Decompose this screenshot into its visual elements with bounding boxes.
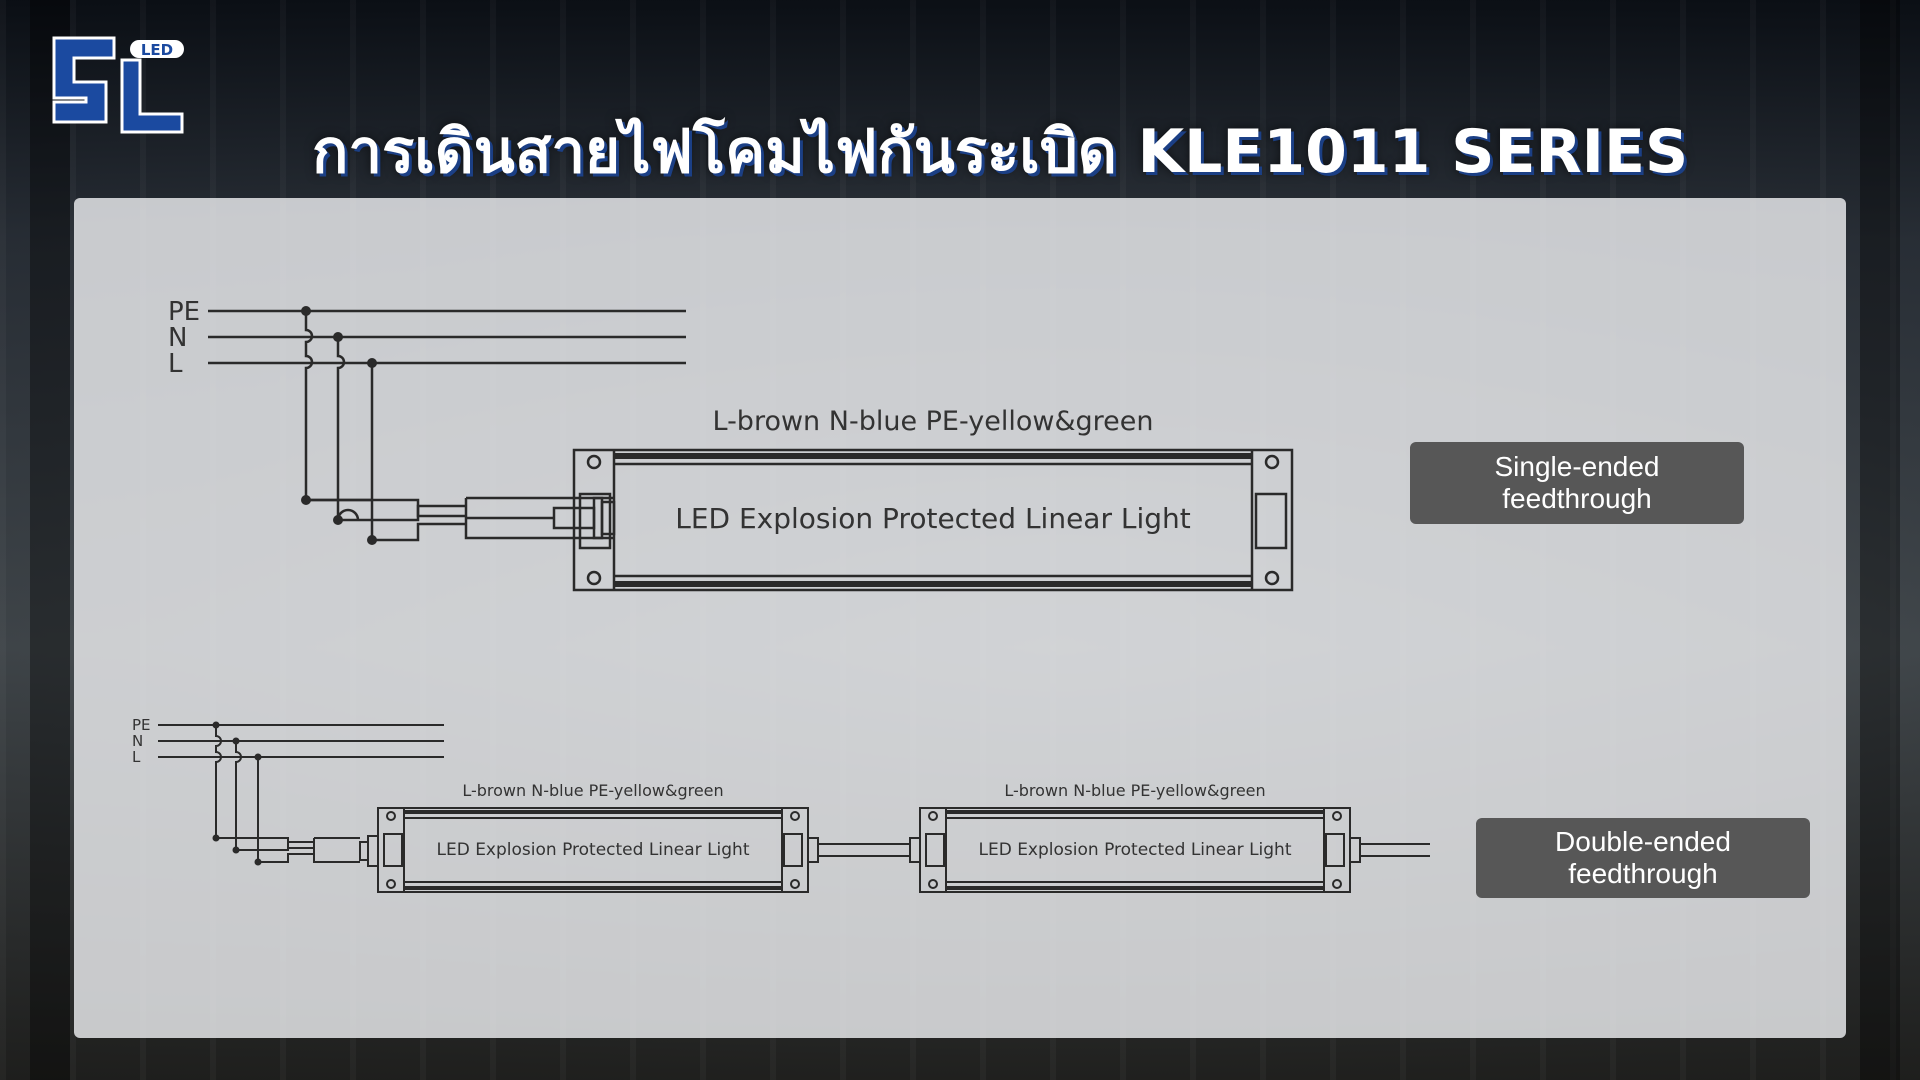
single-ended-badge: Single-ended feedthrough bbox=[1410, 442, 1744, 524]
single-fixture-label: LED Explosion Protected Linear Light bbox=[675, 502, 1191, 535]
single-fixture-outline bbox=[572, 448, 1294, 592]
double-wire-label-l: L bbox=[132, 748, 141, 766]
wiring-diagram: PE N L L-brown N-blue PE-yellow&green LE… bbox=[132, 297, 1430, 893]
double-color-note-2: L-brown N-blue PE-yellow&green bbox=[1004, 781, 1265, 800]
single-wire-label-pe: PE bbox=[168, 297, 200, 327]
single-mains-lines bbox=[208, 309, 686, 365]
double-drop-wires bbox=[215, 725, 360, 863]
single-badge-line1: Single-ended bbox=[1494, 451, 1660, 482]
single-drop-wires bbox=[304, 311, 614, 542]
single-cable-gland bbox=[552, 496, 616, 540]
background-pillar bbox=[1860, 0, 1900, 1080]
double-wire-label-n: N bbox=[132, 732, 143, 750]
single-badge-line2: feedthrough bbox=[1502, 483, 1652, 514]
double-cable-gland-1 bbox=[359, 835, 379, 867]
double-output-cable bbox=[1349, 837, 1430, 863]
single-junction-dots bbox=[301, 306, 377, 545]
double-fixture-outline-2 bbox=[919, 807, 1351, 893]
wiring-panel: PE N L L-brown N-blue PE-yellow&green LE… bbox=[74, 198, 1846, 1038]
double-badge-line2: feedthrough bbox=[1568, 858, 1718, 889]
page-title: การเดินสายไฟโคมไฟกันระเบิด KLE1011 SERIE… bbox=[312, 117, 1689, 187]
double-fixture-outline-1 bbox=[377, 807, 809, 893]
sl-led-logo: LED bbox=[52, 36, 184, 134]
single-color-note: L-brown N-blue PE-yellow&green bbox=[713, 406, 1154, 437]
double-mains-lines bbox=[158, 724, 444, 758]
double-fixture-label-2: LED Explosion Protected Linear Light bbox=[978, 840, 1291, 860]
double-badge-line1: Double-ended bbox=[1555, 826, 1731, 857]
double-fixture-label-1: LED Explosion Protected Linear Light bbox=[436, 840, 749, 860]
double-wire-label-pe: PE bbox=[132, 716, 151, 734]
double-link-cable bbox=[807, 837, 921, 863]
background-pillar bbox=[30, 0, 70, 1080]
double-color-note-1: L-brown N-blue PE-yellow&green bbox=[462, 781, 723, 800]
single-wire-label-n: N bbox=[168, 323, 187, 353]
double-ended-badge: Double-ended feedthrough bbox=[1476, 818, 1810, 898]
double-junction-dots bbox=[212, 721, 262, 866]
logo-text: LED bbox=[141, 41, 173, 59]
single-wire-label-l: L bbox=[168, 349, 183, 379]
